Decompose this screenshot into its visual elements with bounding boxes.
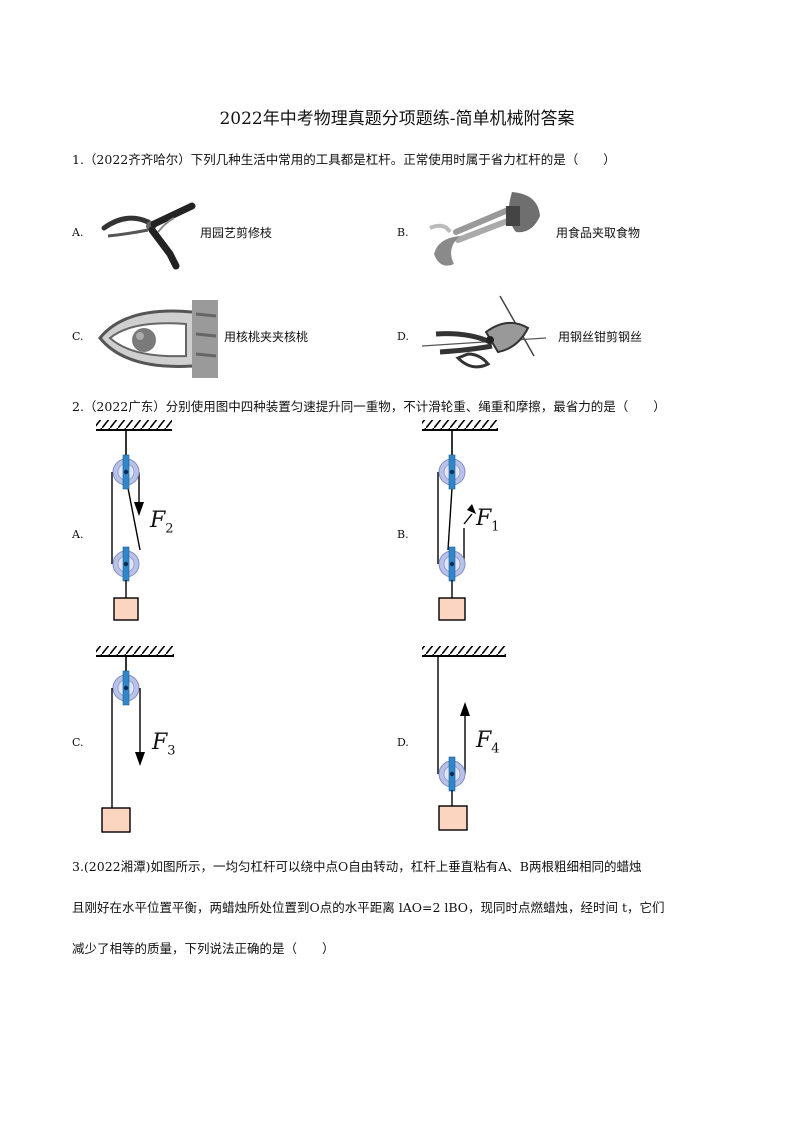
wire-cutters-image bbox=[421, 295, 547, 369]
food-tongs-image bbox=[429, 192, 540, 266]
question-3-line-1: 3.(2022湘潭)如图所示，一均匀杠杆可以绕中点O自由转动，杠杆上垂直粘有A、… bbox=[72, 859, 642, 874]
pulley-system-c bbox=[96, 646, 174, 833]
pulley-system-d bbox=[422, 646, 506, 831]
question-3-line-2: 且刚好在水平位置平衡，两蜡烛所处位置到O点的水平距离 lAO=2 lBO，现同时… bbox=[72, 900, 665, 915]
force-label-f2: F2 bbox=[150, 508, 174, 537]
q1-option-a-letter[interactable]: A. bbox=[72, 226, 84, 239]
q1-option-b-caption: 用食品夹取食物 bbox=[556, 226, 641, 240]
q2-option-c-letter[interactable]: C. bbox=[72, 736, 84, 749]
q1-option-d-letter[interactable]: D. bbox=[397, 330, 409, 343]
question-1-stem: 1.（2022齐齐哈尔）下列几种生活中常用的工具都是杠杆。正常使用时属于省力杠杆… bbox=[72, 152, 616, 167]
nutcracker-image bbox=[98, 300, 218, 378]
page-title: 2022年中考物理真题分项题练-简单机械附答案 bbox=[219, 109, 575, 129]
q1-option-d-caption: 用钢丝钳剪钢丝 bbox=[558, 330, 643, 344]
force-label-f4: F4 bbox=[476, 728, 500, 757]
question-3-line-3: 减少了相等的质量，下列说法正确的是（ ） bbox=[72, 941, 335, 956]
q1-option-a-caption: 用园艺剪修枝 bbox=[200, 226, 273, 240]
question-2-stem: 2.（2022广东）分别使用图中四种装置匀速提升同一重物，不计滑轮重、绳重和摩擦… bbox=[72, 399, 666, 414]
force-label-f1: F1 bbox=[476, 506, 500, 535]
q1-option-b-letter[interactable]: B. bbox=[397, 226, 409, 239]
q2-option-d-letter[interactable]: D. bbox=[397, 736, 409, 749]
q1-option-c-caption: 用核桃夹夹核桃 bbox=[224, 330, 309, 344]
q1-option-c-letter[interactable]: C. bbox=[72, 330, 84, 343]
force-label-f3: F3 bbox=[152, 730, 176, 759]
pulley-system-b bbox=[422, 420, 498, 621]
q2-option-b-letter[interactable]: B. bbox=[397, 528, 409, 541]
pulley-system-a bbox=[96, 420, 172, 621]
garden-shears-image bbox=[101, 202, 196, 270]
q2-option-a-letter[interactable]: A. bbox=[72, 528, 84, 541]
